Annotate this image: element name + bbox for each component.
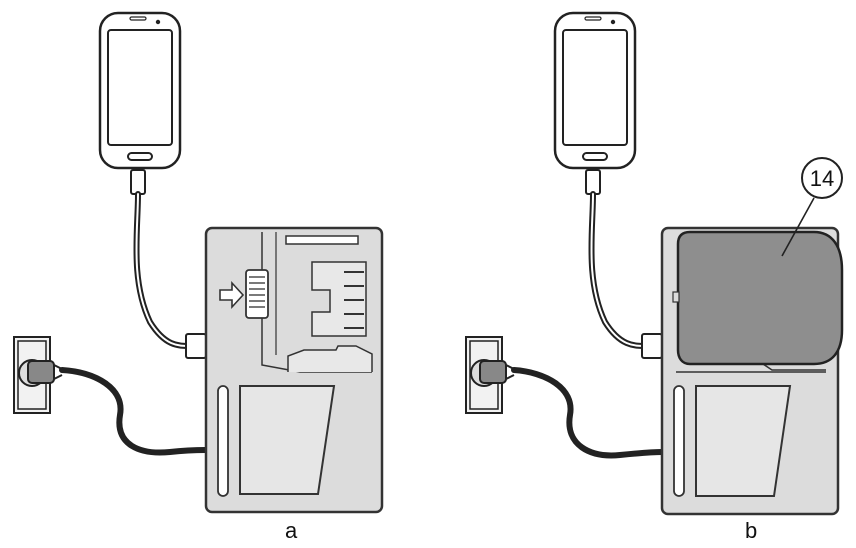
callout-number: 14 (810, 166, 834, 191)
usb-connector-icon (185, 333, 207, 359)
slider-knob (245, 269, 269, 319)
usb-plug-icon (585, 169, 601, 195)
arrow-right-icon (219, 280, 245, 310)
power-cable (59, 367, 209, 456)
panel-label-a: a (285, 518, 298, 543)
power-cable (511, 367, 665, 459)
battery-pack (676, 230, 844, 366)
callout-circle (801, 157, 843, 199)
wall-outlet-icon (13, 336, 63, 414)
wall-outlet-icon (465, 336, 515, 414)
smartphone-icon (553, 11, 637, 170)
panel-label-b: b (745, 518, 758, 543)
callout-leader-line (781, 197, 815, 257)
usb-connector-icon (641, 333, 663, 359)
usb-cable (133, 191, 193, 349)
panel-a (13, 11, 384, 514)
usb-plug-icon (130, 169, 146, 195)
usb-cable (588, 191, 649, 349)
smartphone-icon (98, 11, 182, 170)
panel-b: 14 (465, 11, 844, 516)
